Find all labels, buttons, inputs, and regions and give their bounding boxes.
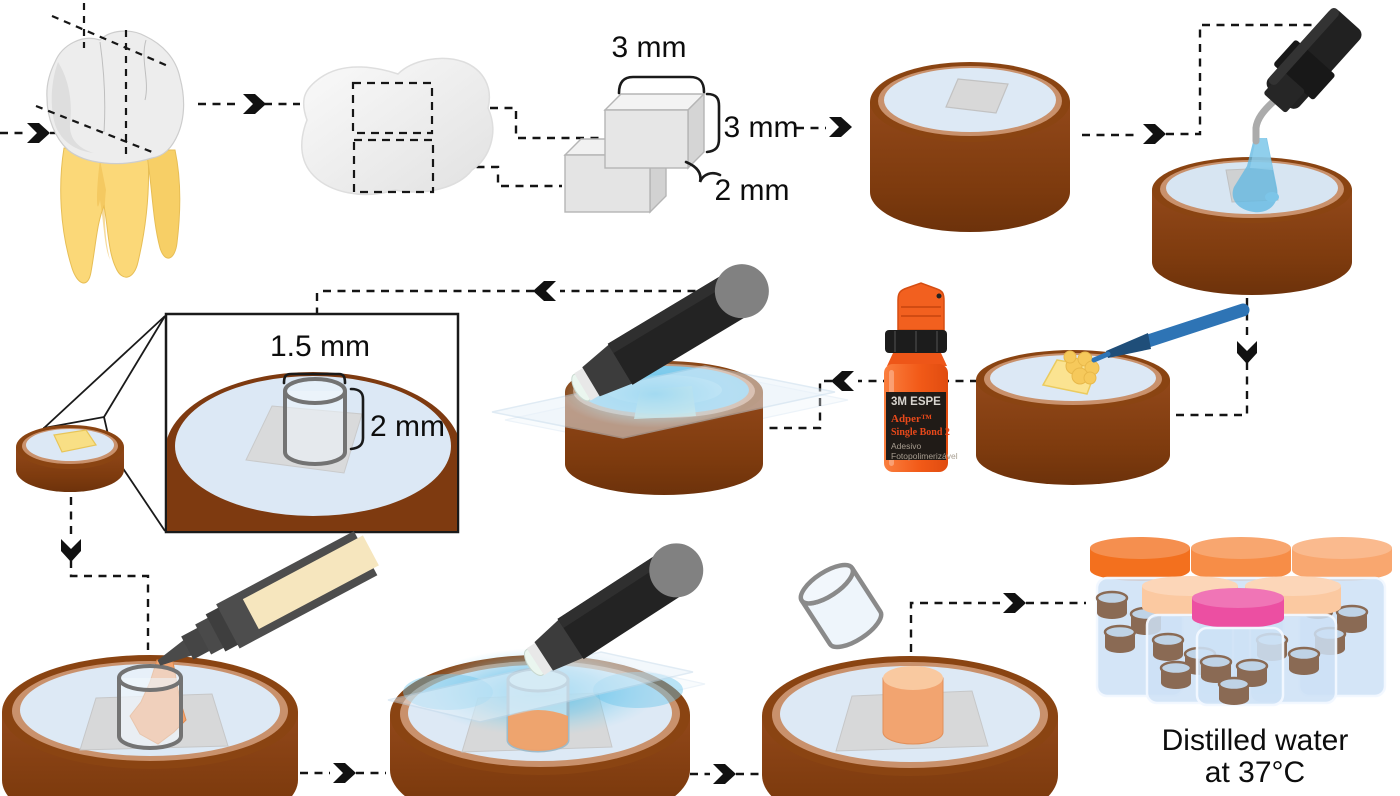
arrow-tooth-to-slab: [198, 94, 300, 114]
arrow-specimen-to-composite: [61, 497, 150, 650]
label-mold-diameter: 1.5 mm: [270, 330, 370, 363]
tooth-root-shade: [97, 160, 110, 260]
tooth-cut-lines: [35, 3, 169, 158]
magnifier-lines: [42, 315, 166, 532]
jar-lid-pink: [1192, 588, 1284, 628]
composite-mold: [117, 664, 183, 750]
arrow-blocks-to-embedding: [796, 117, 852, 137]
curing-light-wand-2: [523, 543, 704, 677]
adhesive-square: [53, 429, 97, 453]
inset-bracket-height: [349, 387, 365, 451]
label-block-width: 3 mm: [612, 31, 687, 64]
bottle-desc-text: Adesivo: [891, 441, 922, 451]
storage-jars: Distilled water at 37°C: [1090, 537, 1392, 789]
etch-drop: [1265, 192, 1279, 202]
adhesive-blob: [1063, 350, 1100, 385]
jar-lid: [1191, 537, 1291, 581]
bracket-depth: [684, 160, 722, 183]
removed-mold: [798, 562, 884, 650]
arrow-etch-to-adhesive: [1172, 298, 1257, 417]
dentin-slab: [301, 57, 494, 196]
slab-shape: [301, 57, 494, 196]
composite-cure-station: [387, 543, 706, 796]
composite-station: [2, 531, 379, 796]
adhesive-cure-station: [491, 264, 849, 495]
bottle-name2-text: Single Bond 2: [891, 427, 950, 438]
inset-bracket-diameter: [282, 372, 347, 385]
adhesive-station: [976, 303, 1250, 485]
tooth-cusp-line: [143, 39, 147, 101]
bottle-desc2-text: Fotopolimerizável: [891, 451, 958, 461]
label-block-height: 3 mm: [724, 111, 799, 144]
bottle-name-text: Adper™: [891, 413, 932, 425]
cut-region-1: [351, 81, 434, 135]
etch-gel-light: [1250, 138, 1273, 170]
arrow-cure-to-inset: [315, 281, 710, 313]
bottle-label: [886, 392, 946, 460]
tooth-cusp-line: [99, 41, 106, 133]
label-block-depth: 2 mm: [715, 174, 790, 207]
tooth-crown: [46, 30, 185, 165]
stored-specimens: [1199, 654, 1269, 705]
adhesive-bottle: 3M ESPE Adper™ Single Bond 2 Adesivo Fot…: [884, 282, 958, 472]
storage-caption-line2: at 37°C: [1205, 756, 1305, 789]
bottle-neck: [887, 353, 947, 366]
jar-lid: [1090, 537, 1190, 581]
jar-lid: [1292, 537, 1392, 581]
mold-inset: 1.5 mm 2 mm: [42, 312, 460, 534]
small-specimen-cylinder: [16, 425, 124, 492]
acid-etch-station: [1152, 8, 1362, 295]
etch-cannula: [1252, 97, 1278, 145]
etch-syringe: [1252, 8, 1362, 145]
dentin-square: [945, 78, 1009, 114]
inset-mold-cylinder: [283, 377, 347, 466]
embedded-specimen-cylinder: [870, 62, 1070, 232]
tooth-crown-shade: [51, 62, 94, 153]
tooth-illustration: [35, 3, 185, 284]
cut-region-2: [352, 138, 435, 194]
tooth-root-right: [145, 149, 181, 259]
flow-arrows: [0, 23, 1318, 784]
arrow-composite-to-cure2: [300, 763, 386, 783]
bracket-height: [705, 92, 721, 154]
bracket-width: [617, 75, 706, 95]
composite-syringe: [157, 531, 379, 666]
dentin-blocks: 3 mm 3 mm 2 mm: [563, 31, 799, 214]
bottle-brand-text: 3M ESPE: [891, 396, 941, 408]
arrow-embedding-to-etch: [1082, 23, 1318, 144]
cured-composite-cylinder: [882, 666, 944, 745]
block-upper: [603, 92, 706, 170]
arrow-demold-to-storage: [909, 593, 1086, 652]
curing-light-wand: [571, 264, 769, 402]
storage-caption-line1: Distilled water: [1162, 724, 1349, 757]
microbrush: [1091, 303, 1250, 363]
demold-station: [762, 562, 1058, 796]
pvc-side: [976, 380, 1170, 485]
arrow-cure2-to-demold: [690, 764, 760, 784]
label-mold-height: 2 mm: [370, 410, 445, 443]
